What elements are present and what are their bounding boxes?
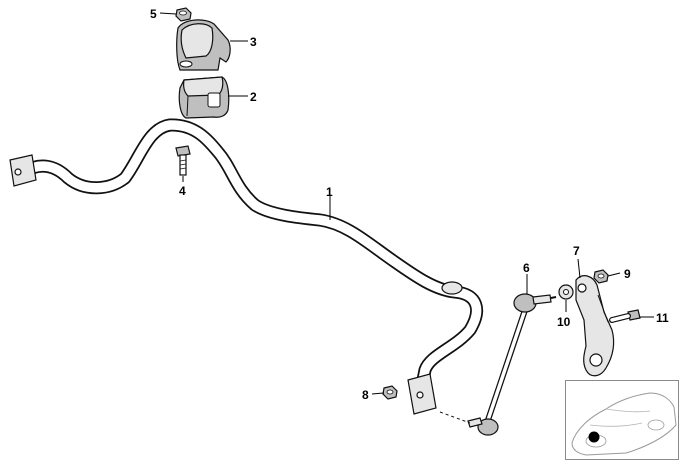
- callout-10: 10: [557, 315, 571, 329]
- support-bracket: [575, 275, 615, 377]
- callout-6: 6: [523, 261, 530, 275]
- callout-4: 4: [179, 184, 186, 198]
- callout-1: 1: [326, 185, 333, 199]
- leader-lines: [159, 12, 654, 395]
- bracket: [176, 19, 231, 71]
- nut-8: [382, 385, 398, 400]
- nut-5: [175, 7, 192, 22]
- callout-11: 11: [656, 311, 669, 325]
- locator-inset: [565, 380, 679, 460]
- locator-dot: [588, 431, 600, 443]
- callout-3: 3: [250, 35, 257, 49]
- bolt-4: [175, 145, 191, 176]
- rubber-mounting: [178, 76, 230, 119]
- callout-7: 7: [573, 244, 580, 258]
- washer-10: [558, 284, 574, 300]
- callout-9: 9: [624, 267, 631, 281]
- callout-numbers: 5 3 2 4 1 6 7 9 10 11 8: [150, 7, 669, 402]
- stabilizer-link: [439, 293, 557, 436]
- callout-2: 2: [250, 90, 257, 104]
- car-locator-icon: [571, 392, 677, 456]
- bolt-11: [609, 309, 641, 323]
- stabilizer-bar: [9, 118, 484, 415]
- callout-5: 5: [150, 7, 157, 21]
- nut-9: [593, 269, 609, 284]
- callout-8: 8: [362, 388, 369, 402]
